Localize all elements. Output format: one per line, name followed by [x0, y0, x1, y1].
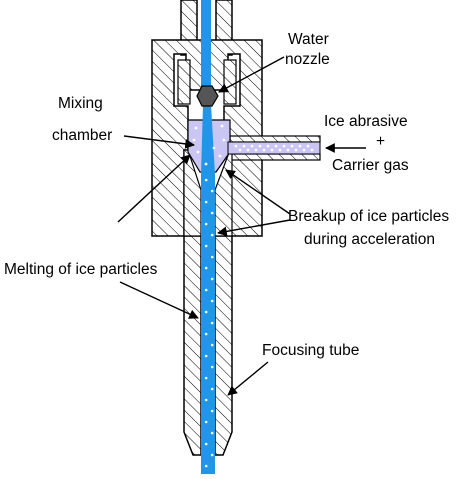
- ice-particle: [204, 376, 208, 380]
- arrow-breakup-2: [217, 219, 291, 237]
- ice-particle: [192, 138, 196, 142]
- nozzle-holder-left: [177, 59, 191, 105]
- focusing-tube-right-wall: [214, 235, 233, 456]
- ice-particle: [310, 148, 314, 152]
- ice-particle: [210, 365, 214, 369]
- ice-particle: [212, 146, 216, 150]
- ice-particle: [204, 310, 208, 314]
- ice-particle: [302, 148, 306, 152]
- ice-particle: [278, 148, 282, 152]
- ice-particle: [204, 266, 208, 270]
- ice-particle: [250, 144, 254, 148]
- ice-particle: [210, 299, 214, 303]
- arrow-water-nozzle: [218, 56, 285, 93]
- housing: [151, 0, 321, 456]
- ice-particle: [194, 126, 198, 130]
- nozzle-holder-right: [223, 59, 237, 105]
- focusing-tube-label: Focusing tube: [262, 342, 359, 359]
- ice-particle: [298, 144, 302, 148]
- ice-particle: [204, 200, 208, 204]
- ice-particle: [204, 332, 208, 336]
- melting-label: Melting of ice particles: [4, 261, 158, 278]
- ice-particle: [294, 148, 298, 152]
- ice-particle: [234, 144, 238, 148]
- arrow-mixing-chamber: [123, 135, 195, 149]
- inlet-tube-top-wall: [229, 135, 321, 143]
- ice-particle: [204, 398, 208, 402]
- ice-particle: [210, 321, 214, 325]
- ice-particle: [258, 144, 262, 148]
- ice-particle: [204, 442, 208, 446]
- ice-particle: [210, 255, 214, 259]
- ice-abrasive-label: Ice abrasive: [324, 113, 408, 130]
- ice-particle: [204, 354, 208, 358]
- ice-particle: [238, 148, 242, 152]
- water-jet-supply: [201, 0, 211, 98]
- ice-particle: [204, 420, 208, 424]
- ice-particle: [210, 453, 214, 457]
- ice-particle: [262, 148, 266, 152]
- carrier-gas-label: Carrier gas: [332, 157, 409, 174]
- arrow-breakup-1: [225, 169, 291, 215]
- breakup-label-line1: Breakup of ice particles: [288, 208, 449, 225]
- ice-particle: [306, 144, 310, 148]
- ice-particle: [282, 144, 286, 148]
- ice-particle: [204, 244, 208, 248]
- ice-particle: [210, 233, 214, 237]
- ice-particle: [242, 144, 246, 148]
- ice-particle: [270, 148, 274, 152]
- ice-particle: [210, 189, 214, 193]
- ice-particles: [192, 124, 314, 468]
- ice-particle: [204, 222, 208, 226]
- water-nozzle-label-line2: nozzle: [285, 51, 330, 68]
- ice-particle: [204, 178, 208, 182]
- ice-particle: [222, 138, 226, 142]
- inlet-tube-bottom-wall: [229, 153, 321, 161]
- ice-particle: [218, 154, 222, 158]
- mixing-chamber-label-line1: Mixing: [58, 95, 103, 112]
- ice-particle: [210, 211, 214, 215]
- ice-particle: [210, 387, 214, 391]
- water-nozzle: [196, 85, 219, 107]
- ice-particle: [210, 277, 214, 281]
- arrow-focusing-tube: [227, 361, 269, 396]
- focusing-tube-left-wall: [183, 235, 202, 456]
- ice-particle: [210, 409, 214, 413]
- leader-arrows: [117, 56, 366, 396]
- ice-particle: [204, 162, 208, 166]
- ice-particle: [204, 288, 208, 292]
- ice-particle: [220, 124, 224, 128]
- ice-particle: [210, 431, 214, 435]
- ice-particle: [204, 464, 208, 468]
- ice-particle: [254, 148, 258, 152]
- ice-particle: [210, 343, 214, 347]
- ice-particle: [246, 148, 250, 152]
- ice-particle: [286, 148, 290, 152]
- water-jet: [201, 104, 215, 474]
- inlet-channel: [227, 141, 321, 155]
- arrow-melting-2: [119, 281, 199, 319]
- plus-label: +: [376, 133, 385, 150]
- ice-particle: [274, 144, 278, 148]
- ice-particle: [266, 144, 270, 148]
- water-nozzle-label-line1: Water: [288, 31, 329, 48]
- ice-particle: [290, 144, 294, 148]
- mixing-chamber-label-line2: chamber: [52, 127, 112, 144]
- breakup-label-line2: during acceleration: [304, 231, 435, 248]
- arrow-melting-1: [117, 154, 191, 223]
- ice-particle: [196, 150, 200, 154]
